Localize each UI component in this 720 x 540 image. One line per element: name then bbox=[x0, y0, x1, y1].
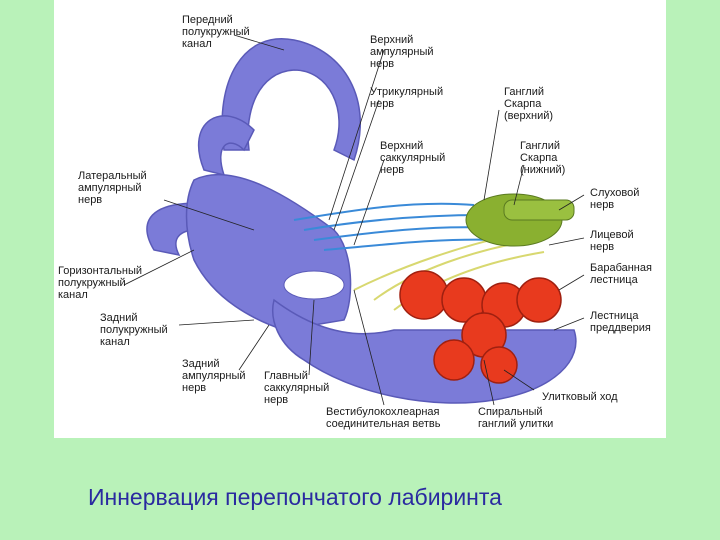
label-vestibulocochlear-branch: Вестибулокохлеарная соединительная ветвь bbox=[326, 406, 441, 430]
label-main-saccular-nerve: Главный саккулярный нерв bbox=[264, 370, 329, 406]
label-superior-ampullary-nerve: Верхний ампулярный нерв bbox=[370, 34, 434, 70]
label-lateral-ampullary-nerve: Латеральный ампулярный нерв bbox=[78, 170, 147, 206]
label-posterior-ampullary-nerve: Задний ампулярный нерв bbox=[182, 358, 246, 394]
label-auditory-nerve: Слуховой нерв bbox=[590, 187, 639, 211]
label-scala-tympani: Барабанная лестница bbox=[590, 262, 652, 286]
label-facial-nerve: Лицевой нерв bbox=[590, 229, 634, 253]
labyrinth-illustration bbox=[54, 0, 666, 438]
label-spiral-ganglion: Спиральный ганглий улитки bbox=[478, 406, 553, 430]
label-scarpa-ganglion-lower: Ганглий Скарпа (нижний) bbox=[520, 140, 565, 176]
label-posterior-canal: Задний полукружный канал bbox=[100, 312, 168, 348]
label-horizontal-canal: Горизонтальный полукружный канал bbox=[58, 265, 142, 301]
label-anterior-canal: Передний полукружный канал bbox=[182, 14, 250, 50]
label-scarpa-ganglion-upper: Ганглий Скарпа (верхний) bbox=[504, 86, 553, 122]
label-scala-vestibuli: Лестница преддверия bbox=[590, 310, 651, 334]
label-cochlear-duct: Улитковый ход bbox=[542, 391, 618, 403]
vestibule-shape bbox=[187, 175, 351, 330]
label-utricular-nerve: Утрикулярный нерв bbox=[370, 86, 443, 110]
slide-caption: Иннервация перепончатого лабиринта bbox=[88, 484, 502, 511]
diagram-panel: Передний полукружный канал Верхний ампул… bbox=[54, 0, 666, 438]
label-superior-saccular-nerve: Верхний саккулярный нерв bbox=[380, 140, 445, 176]
